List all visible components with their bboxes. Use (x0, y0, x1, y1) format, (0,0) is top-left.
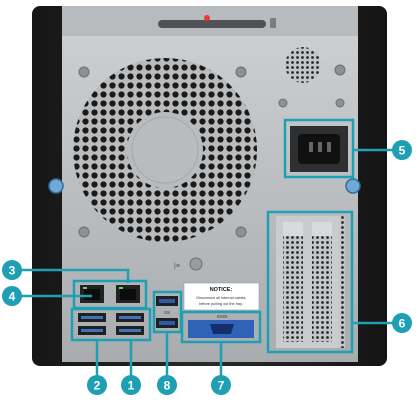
usb-ports-lower-right (116, 313, 144, 335)
expansion-slots (276, 216, 345, 348)
callout-marker-7: 7 (211, 375, 231, 395)
callout-number-3: 3 (9, 264, 16, 278)
power-connector (290, 126, 348, 172)
callout-marker-2: 2 (87, 375, 107, 395)
callout-marker-3: 3 (2, 260, 22, 280)
notice-body-line2: before pulling out the tray. (199, 302, 243, 306)
usb3-ports: SS (156, 296, 178, 328)
callout-marker-5: 5 (392, 140, 412, 160)
psu-vent (285, 47, 321, 83)
tray-latch: |≡ (174, 257, 203, 271)
top-handle-slot (158, 15, 276, 28)
network-port-left (80, 285, 104, 303)
callout-number-2: 2 (94, 379, 101, 393)
callout-number-5: 5 (399, 144, 406, 158)
vga-port: IOIOI (188, 314, 254, 338)
callout-number-7: 7 (218, 379, 225, 393)
notice-title: NOTICE: (210, 287, 233, 293)
callout-markers: 5 6 3 4 2 1 8 7 (2, 140, 412, 395)
usb3-label: SS (164, 310, 170, 315)
callout-marker-8: 8 (157, 375, 177, 395)
callout-number-6: 6 (399, 317, 406, 331)
callout-marker-4: 4 (2, 286, 22, 306)
callout-number-8: 8 (164, 379, 171, 393)
side-thumbscrews (48, 178, 361, 194)
panel-screws (78, 64, 346, 238)
usb-ports-lower-left (78, 313, 106, 335)
notice-label: NOTICE: Disconnect all internal cables b… (183, 282, 260, 311)
network-port-right (116, 285, 140, 303)
svg-text:|≡: |≡ (174, 263, 180, 270)
vga-label: IOIOI (217, 314, 228, 319)
fan-grille (73, 58, 257, 242)
callout-marker-6: 6 (392, 313, 412, 333)
callout-leaders (18, 148, 399, 380)
callout-number-4: 4 (9, 290, 16, 304)
callout-number-1: 1 (128, 379, 135, 393)
callout-marker-1: 1 (121, 375, 141, 395)
notice-body-line1: Disconnect all internal cables (196, 296, 245, 300)
